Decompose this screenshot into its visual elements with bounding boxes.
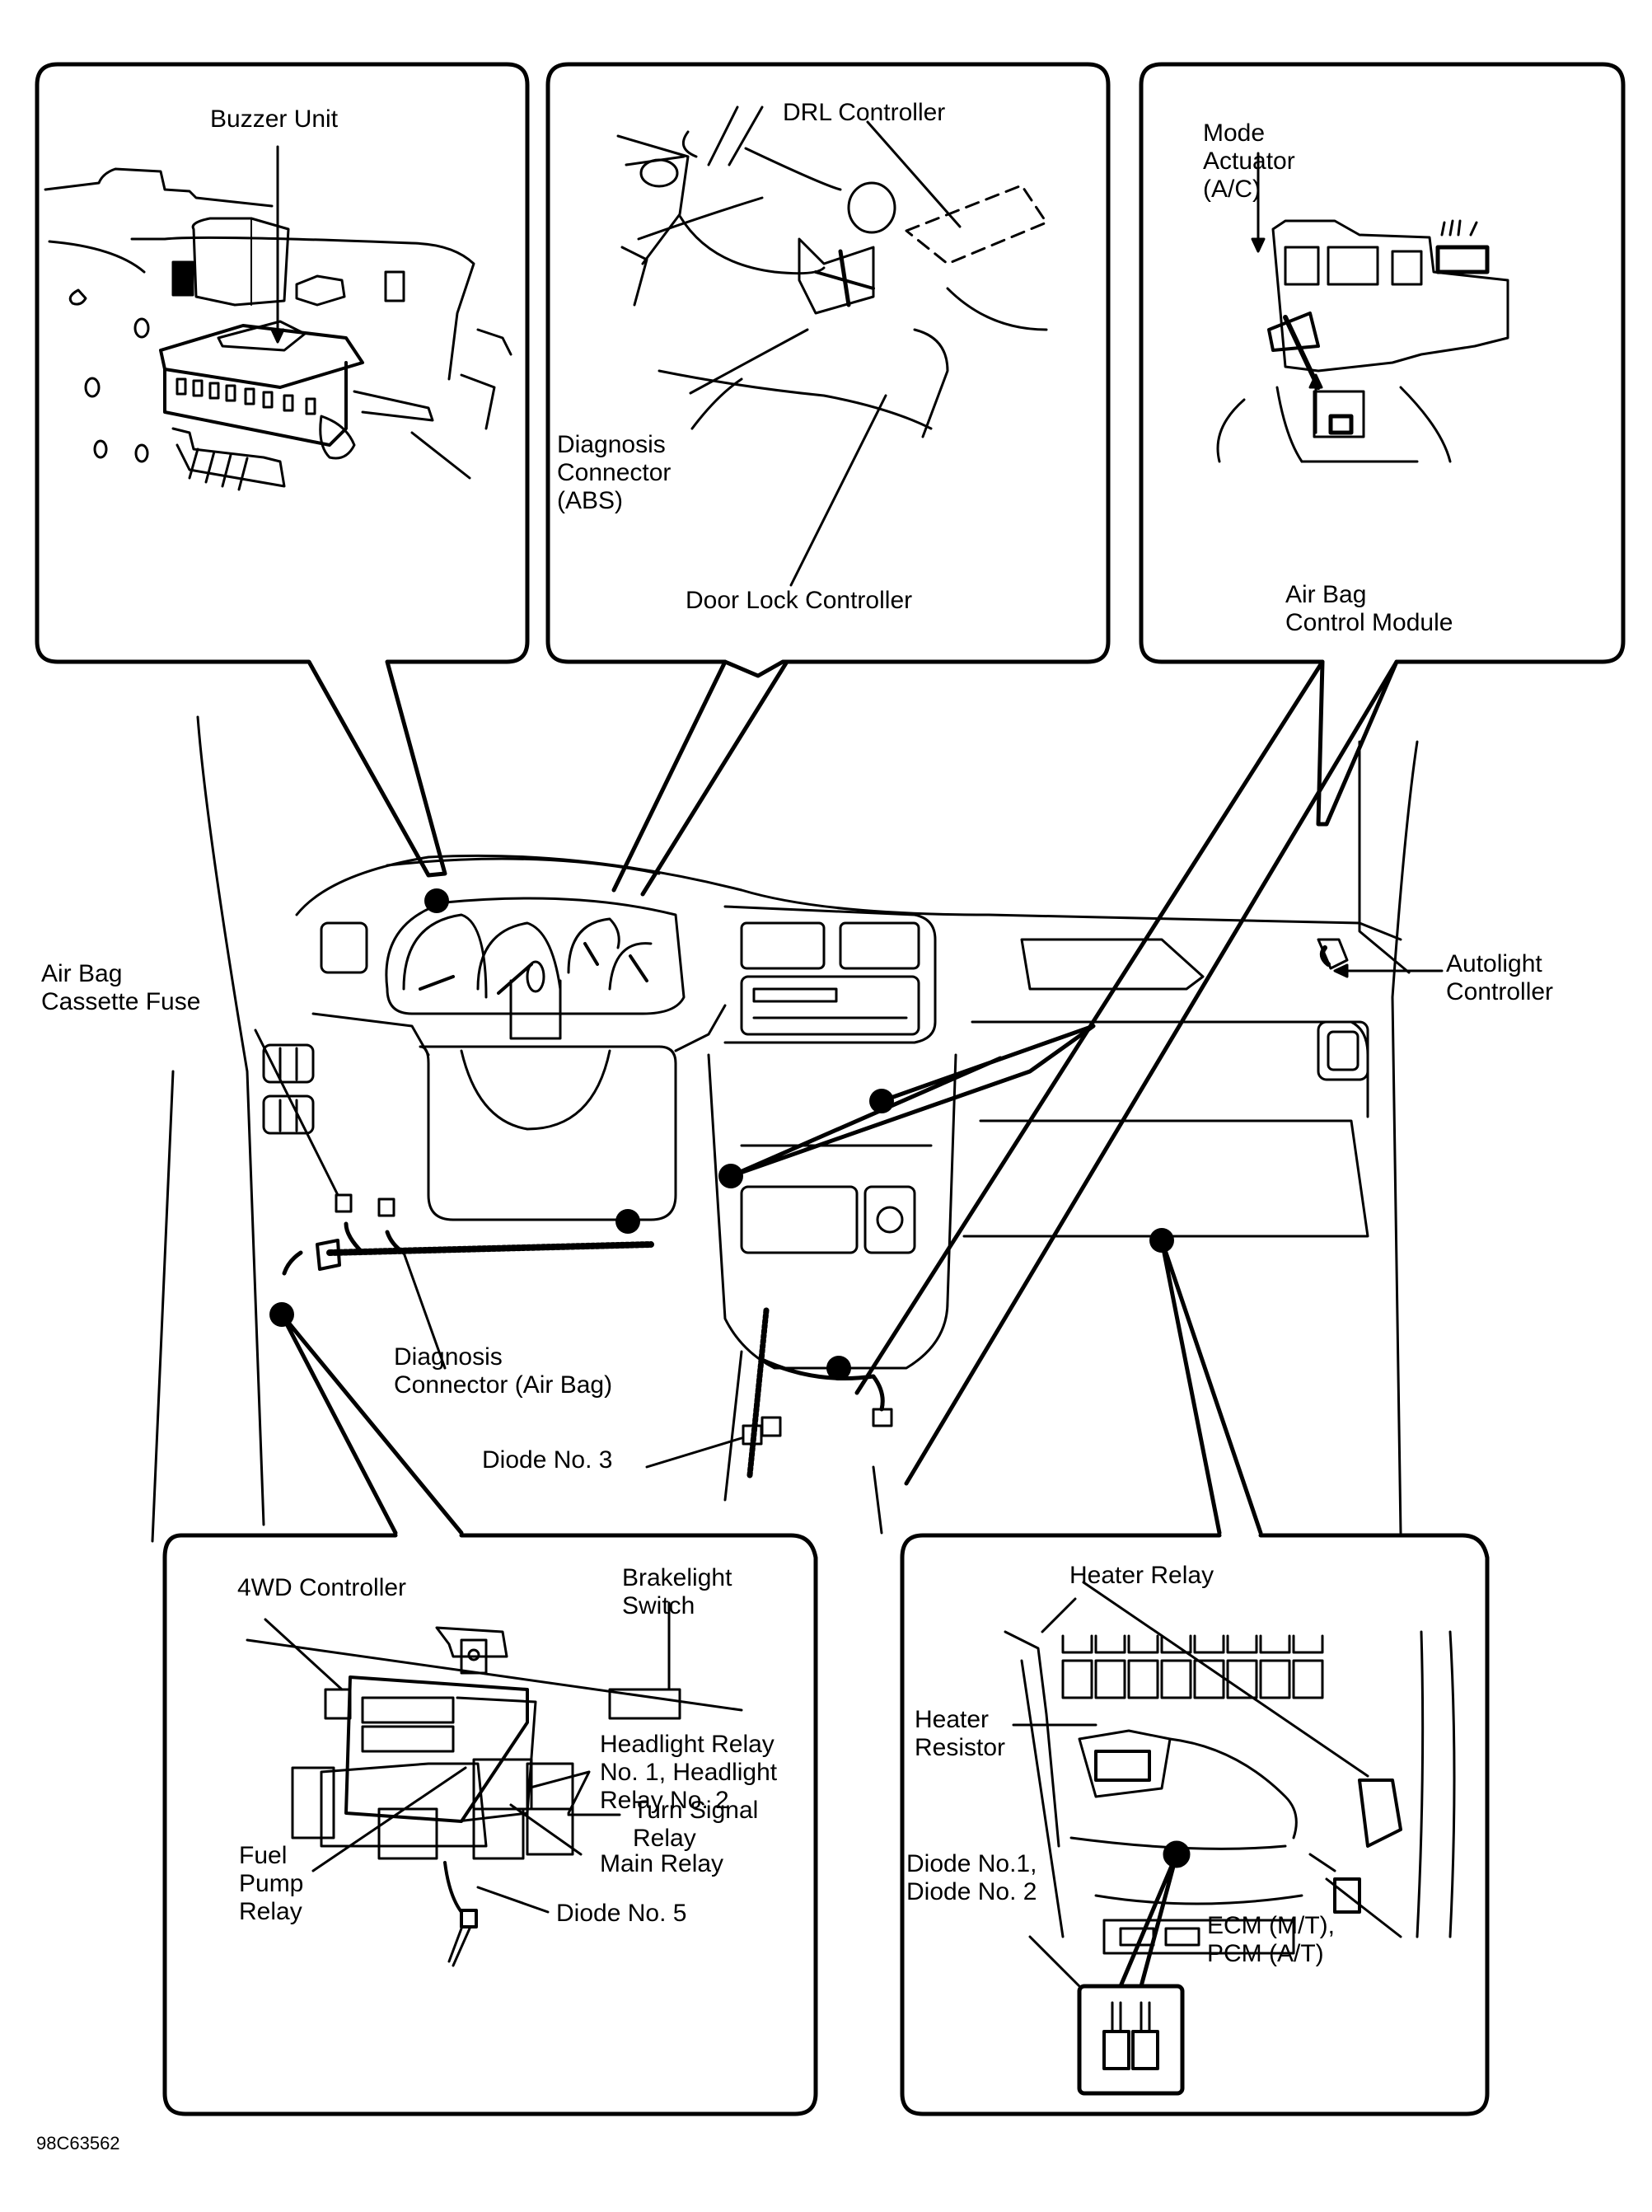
label-headlight-relays: Headlight Relay No. 1, Headlight Relay N… xyxy=(600,1731,778,1814)
label-drl-controller: DRL Controller xyxy=(783,99,946,126)
buzzer-unit-illustration xyxy=(44,167,512,491)
label-diagnosis-connector-airbag: Diagnosis Connector (Air Bag) xyxy=(394,1343,613,1399)
label-main-relay: Main Relay xyxy=(600,1850,724,1877)
label-heater-resistor: Heater Resistor xyxy=(915,1706,1006,1761)
panel-mode-actuator-airbag xyxy=(854,62,1626,1486)
leader-arrows xyxy=(254,120,1444,1988)
label-diodes-1-2: Diode No.1, Diode No. 2 xyxy=(906,1850,1037,1905)
drl-door-lock-illustration xyxy=(616,105,1048,438)
callout-dot-buzzer xyxy=(424,888,449,913)
panel-drl-door-lock xyxy=(545,62,1111,897)
mode-actuator-illustration xyxy=(1216,219,1509,463)
label-diagnosis-connector-abs: Diagnosis Connector (ABS) xyxy=(557,431,672,514)
label-diode-no-5: Diode No. 5 xyxy=(556,1900,687,1927)
callout-dots xyxy=(269,888,1263,1535)
label-door-lock-controller: Door Lock Controller xyxy=(686,587,913,614)
label-fuel-pump-relay: Fuel Pump Relay xyxy=(239,1842,304,1925)
label-air-bag-cassette-fuse: Air Bag Cassette Fuse xyxy=(41,960,201,1015)
label-brakelight-switch: Brakelight Switch xyxy=(622,1564,732,1619)
label-diode-no-3: Diode No. 3 xyxy=(482,1446,613,1474)
label-turn-signal-relay: Turn Signal Relay xyxy=(633,1797,759,1852)
figure-id: 98C63562 xyxy=(36,2133,120,2153)
label-autolight-controller: Autolight Controller xyxy=(1446,950,1554,1005)
callout-dot-airbag-module xyxy=(826,1356,851,1380)
callout-dot-door-lock xyxy=(615,1209,640,1234)
label-buzzer-unit: Buzzer Unit xyxy=(210,105,339,133)
dashboard-illustration xyxy=(151,715,1419,1543)
heater-ecm-illustration xyxy=(1004,1597,1456,2096)
panel-heater-ecm xyxy=(900,1533,1490,2116)
label-4wd-controller: 4WD Controller xyxy=(237,1574,407,1601)
panel-4wd-relays xyxy=(162,1533,818,2116)
label-mode-actuator: Mode Actuator (A/C) xyxy=(1203,120,1295,203)
label-air-bag-control-module: Air Bag Control Module xyxy=(1285,581,1453,636)
label-ecm-pcm: ECM (M/T), PCM (A/T) xyxy=(1207,1912,1335,1967)
panel-buzzer-unit xyxy=(35,62,530,878)
label-heater-relay: Heater Relay xyxy=(1069,1562,1214,1589)
relay-cluster-illustration xyxy=(246,1626,743,1967)
